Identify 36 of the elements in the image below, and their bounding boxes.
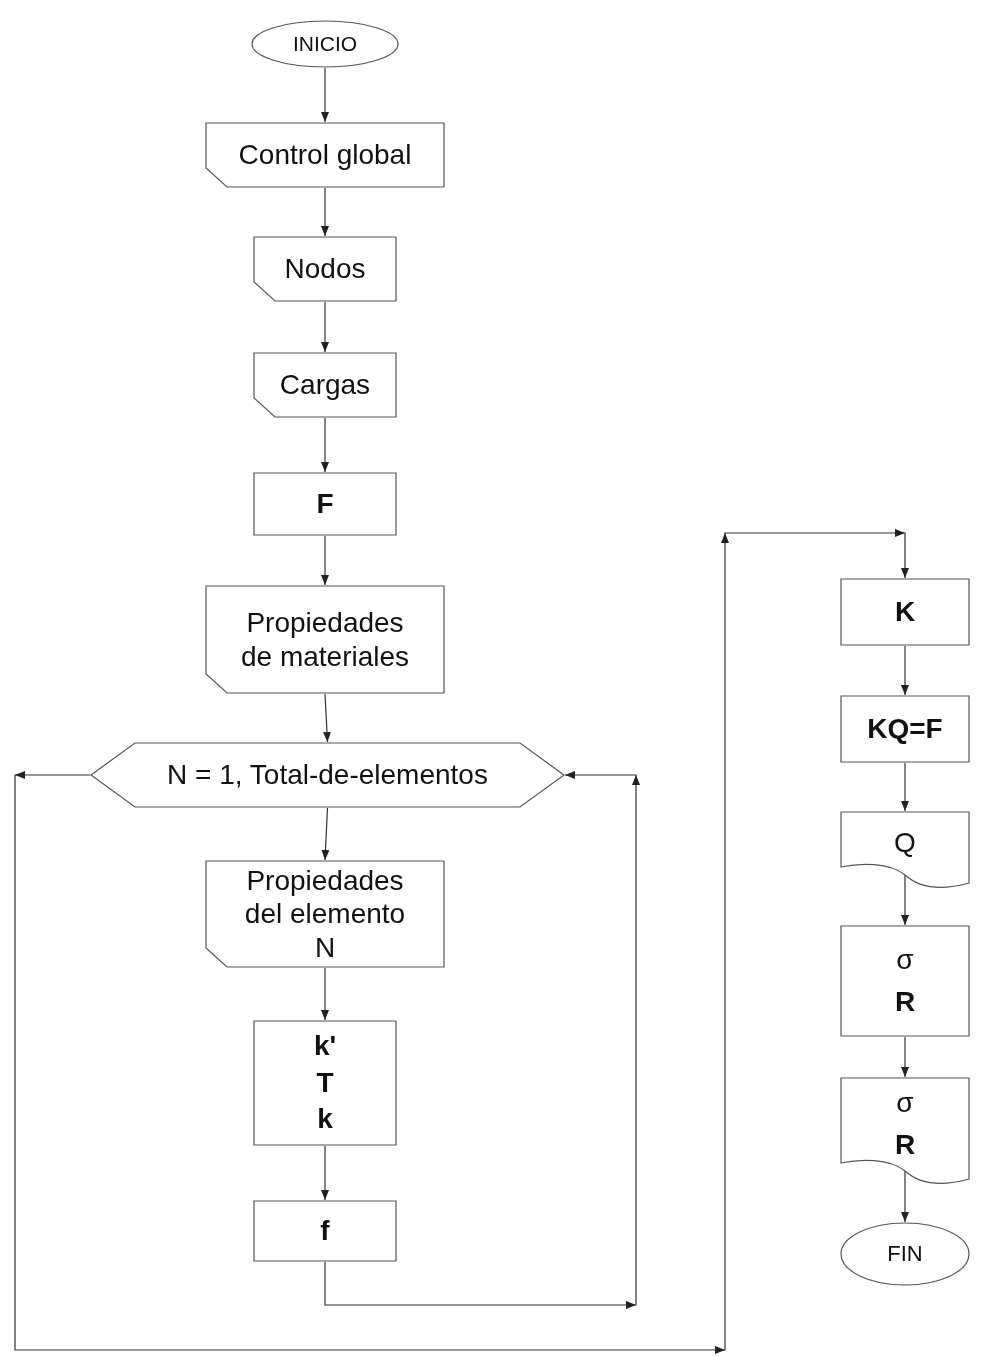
node-label: INICIO	[292, 31, 358, 57]
process-box	[840, 925, 970, 1037]
process-box	[253, 472, 397, 536]
node-label: N = 1, Total-de-elementos	[167, 758, 488, 792]
node-label: σ	[896, 1086, 914, 1120]
node-label: Q	[894, 826, 916, 860]
node-label: Control global	[238, 138, 412, 172]
node-label: FIN	[887, 1240, 923, 1268]
node-label: k'	[313, 1029, 337, 1064]
input-card-shape	[205, 860, 445, 968]
node-label: KQ=F	[867, 712, 943, 746]
input-card-shape	[205, 585, 445, 694]
input-card-shape	[205, 122, 445, 188]
node-label: R	[894, 1128, 916, 1162]
document-shape	[840, 811, 970, 889]
node-label: Nodos	[284, 252, 366, 286]
document-shape	[840, 1077, 970, 1185]
process-box	[253, 1200, 397, 1262]
node-label: k	[317, 1102, 333, 1137]
terminator-ellipse	[840, 1222, 970, 1286]
node-label: Propiedades del elemento N	[243, 863, 407, 965]
node-label: K	[894, 595, 916, 629]
process-box	[253, 1020, 397, 1146]
node-label: Propiedades de materiales	[239, 605, 411, 674]
node-label: T	[316, 1065, 334, 1100]
terminator-ellipse	[251, 20, 399, 68]
process-box	[840, 578, 970, 646]
node-label: R	[894, 985, 916, 1019]
node-label: σ	[896, 943, 914, 977]
process-box	[840, 695, 970, 763]
input-card-shape	[253, 352, 397, 418]
input-card-shape	[253, 236, 397, 302]
node-label: Cargas	[279, 368, 371, 402]
node-label: F	[316, 487, 334, 521]
node-label: f	[320, 1214, 330, 1248]
loop-hexagon	[90, 742, 565, 808]
